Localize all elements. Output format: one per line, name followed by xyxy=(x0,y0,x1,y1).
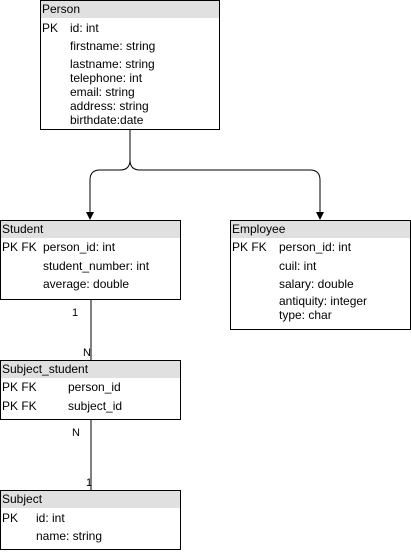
entity-title: Person xyxy=(41,1,219,18)
attribute: antiquity: integer xyxy=(279,294,368,308)
inheritance-arrow-employee xyxy=(129,130,324,220)
cardinality-label: N xyxy=(72,427,80,439)
attribute: person_id xyxy=(68,380,121,394)
cardinality-label: 1 xyxy=(72,307,79,319)
entity-person[interactable]: Person PK id: int firstname: string last… xyxy=(40,0,220,130)
attribute: subject_id xyxy=(68,399,123,413)
attribute: id: int xyxy=(70,21,99,35)
attribute: birthdate:date xyxy=(70,113,144,127)
attribute: average: double xyxy=(43,277,130,291)
cardinality-label: N xyxy=(83,347,91,359)
attribute: email: string xyxy=(70,85,135,99)
key-marker: PK FK xyxy=(2,399,37,413)
entity-title: Subject xyxy=(1,491,180,508)
attribute: name: string xyxy=(36,529,103,543)
entity-title: Student xyxy=(1,221,180,238)
entity-student[interactable]: Student PK FK person_id: int student_num… xyxy=(0,220,181,300)
key-marker: PK xyxy=(2,511,19,525)
key-marker: PK FK xyxy=(2,380,37,394)
attribute: type: char xyxy=(279,308,332,322)
entity-employee[interactable]: Employee PK FK person_id: int cuil: int … xyxy=(230,220,411,330)
attribute: cuil: int xyxy=(279,259,317,273)
attribute: student_number: int xyxy=(43,259,150,273)
attribute: address: string xyxy=(70,99,149,113)
key-marker: PK FK xyxy=(232,240,267,254)
entity-subject[interactable]: Subject PK id: int name: string xyxy=(0,490,181,550)
attribute: person_id: int xyxy=(279,240,352,254)
entity-title: Subject_student xyxy=(1,361,180,378)
attribute: lastname: string xyxy=(70,57,155,71)
attribute: salary: double xyxy=(279,277,354,291)
attribute: id: int xyxy=(36,511,65,525)
attribute: telephone: int xyxy=(70,71,143,85)
key-marker: PK FK xyxy=(2,240,37,254)
attribute: firstname: string xyxy=(70,39,156,53)
entity-subject-student[interactable]: Subject_student PK FK person_id PK FK su… xyxy=(0,360,181,420)
key-marker: PK xyxy=(42,21,59,35)
attribute: person_id: int xyxy=(43,240,116,254)
entity-title: Employee xyxy=(231,221,410,238)
cardinality-label: 1 xyxy=(86,477,93,489)
inheritance-arrow-student xyxy=(86,130,131,220)
